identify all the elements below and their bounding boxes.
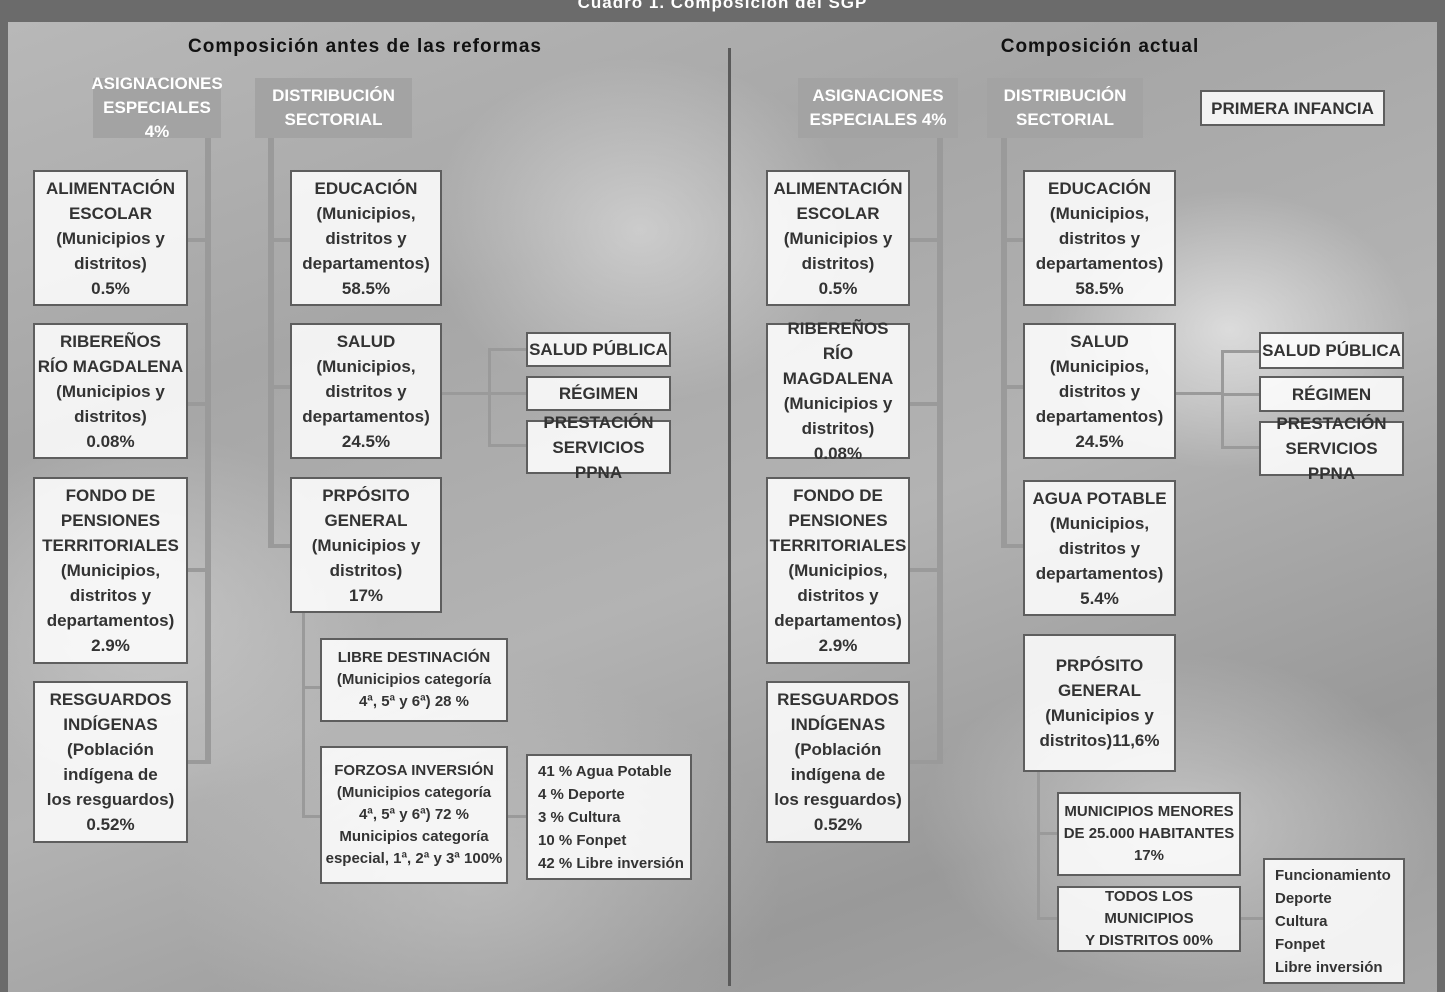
connector <box>508 815 526 818</box>
box-educacion: EDUCACIÓN (Municipios, distritos y depar… <box>1023 170 1176 306</box>
connector <box>268 136 274 548</box>
diagram-title: Cuadro 1. Composición del SGP <box>577 0 868 12</box>
box-alimentacion-escolar: ALIMENTACIÓN ESCOLAR (Municipios y distr… <box>766 170 910 306</box>
right-section-title: Composición actual <box>1000 36 1200 57</box>
box-agua-potable: AGUA POTABLE (Municipios, distritos y de… <box>1023 480 1176 616</box>
box-alimentacion-escolar: ALIMENTACIÓN ESCOLAR (Municipios y distr… <box>33 170 188 306</box>
connector <box>205 136 211 764</box>
box-resguardos-indigenas: RESGUARDOS INDÍGENAS (Población indígena… <box>33 681 188 843</box>
left-section-title: Composición antes de las reformas <box>188 36 542 57</box>
connector <box>1003 385 1023 389</box>
connector <box>937 136 943 764</box>
connector <box>302 612 305 817</box>
box-prestacion-servicios-ppna: PRESTACIÓN SERVICIOS PPNA <box>526 413 671 482</box>
connector <box>442 392 490 395</box>
box-educacion: EDUCACIÓN (Municipios, distritos y depar… <box>290 170 442 306</box>
box-todos-detalle: Funcionamiento Deporte Cultura Fonpet Li… <box>1263 858 1405 984</box>
connector <box>488 444 526 447</box>
box-salud: SALUD (Municipios, distritos y departame… <box>290 323 442 459</box>
box-primera-infancia: PRIMERA INFANCIA <box>1200 90 1385 126</box>
box-todos-los-municipios: TODOS LOS MUNICIPIOS Y DISTRITOS 00% <box>1057 886 1241 952</box>
connector <box>270 544 290 548</box>
connector <box>1003 238 1023 242</box>
connector <box>302 686 320 689</box>
frame-left <box>0 22 8 992</box>
box-proposito-general: PRPÓSITO GENERAL (Municipios y distritos… <box>1023 634 1176 772</box>
connector <box>1037 772 1040 920</box>
box-proposito-general: PRPÓSITO GENERAL (Municipios y distritos… <box>290 477 442 613</box>
box-libre-destinacion: LIBRE DESTINACIÓN (Municipios categoría … <box>320 638 508 722</box>
connector <box>910 402 940 406</box>
connector <box>188 760 208 764</box>
connector <box>1221 446 1259 449</box>
connector <box>488 348 491 446</box>
connector <box>270 385 290 389</box>
box-salud-publica: SALUD PÚBLICA <box>1259 332 1404 369</box>
connector <box>910 760 940 764</box>
box-regimen: RÉGIMEN <box>526 376 671 411</box>
connector <box>488 392 526 395</box>
connector <box>188 238 208 242</box>
box-forzosa-detalle: 41 % Agua Potable 4 % Deporte 3 % Cultur… <box>526 754 692 880</box>
connector <box>910 568 940 572</box>
connector <box>1241 917 1263 920</box>
box-resguardos-indigenas: RESGUARDOS INDÍGENAS (Población indígena… <box>766 681 910 843</box>
head-distribucion-sectorial: DISTRIBUCIÓN SECTORIAL <box>987 78 1143 138</box>
box-fondo-pensiones: FONDO DE PENSIONES TERRITORIALES (Munici… <box>33 477 188 664</box>
connector <box>188 402 208 406</box>
box-salud: SALUD (Municipios, distritos y departame… <box>1023 323 1176 459</box>
box-salud-publica: SALUD PÚBLICA <box>526 332 671 367</box>
connector <box>1221 350 1259 353</box>
connector <box>1176 392 1224 395</box>
connector <box>910 238 940 242</box>
connector <box>1037 917 1057 920</box>
connector <box>488 348 526 351</box>
head-asignaciones-especiales: ASIGNACIONES ESPECIALES 4% <box>798 78 958 138</box>
box-prestacion-servicios-ppna: PRESTACIÓN SERVICIOS PPNA <box>1259 414 1404 483</box>
box-riberenos-rio-magdalena: RIBEREÑOS RÍO MAGDALENA (Municipios y di… <box>766 319 910 463</box>
head-distribucion-sectorial: DISTRIBUCIÓN SECTORIAL <box>255 78 412 138</box>
box-forzosa-inversion: FORZOSA INVERSIÓN (Municipios categoría … <box>320 746 508 884</box>
box-municipios-menores: MUNICIPIOS MENORES DE 25.000 HABITANTES … <box>1057 792 1241 876</box>
connector <box>1037 832 1057 835</box>
frame-right <box>1437 22 1445 992</box>
connector <box>188 568 208 572</box>
head-asignaciones-especiales: ASIGNACIONES ESPECIALES 4% <box>91 74 223 141</box>
connector <box>270 238 290 242</box>
connector <box>1221 393 1259 396</box>
box-riberenos-rio-magdalena: RIBEREÑOS RÍO MAGDALENA (Municipios y di… <box>33 323 188 459</box>
section-divider <box>728 48 731 986</box>
connector <box>302 815 320 818</box>
title-bar: Cuadro 1. Composición del SGP <box>0 0 1445 22</box>
connector <box>1001 136 1007 548</box>
connector <box>1003 544 1023 548</box>
box-regimen: RÉGIMEN <box>1259 376 1404 412</box>
connector <box>1221 350 1224 448</box>
box-fondo-pensiones: FONDO DE PENSIONES TERRITORIALES (Munici… <box>766 477 910 664</box>
